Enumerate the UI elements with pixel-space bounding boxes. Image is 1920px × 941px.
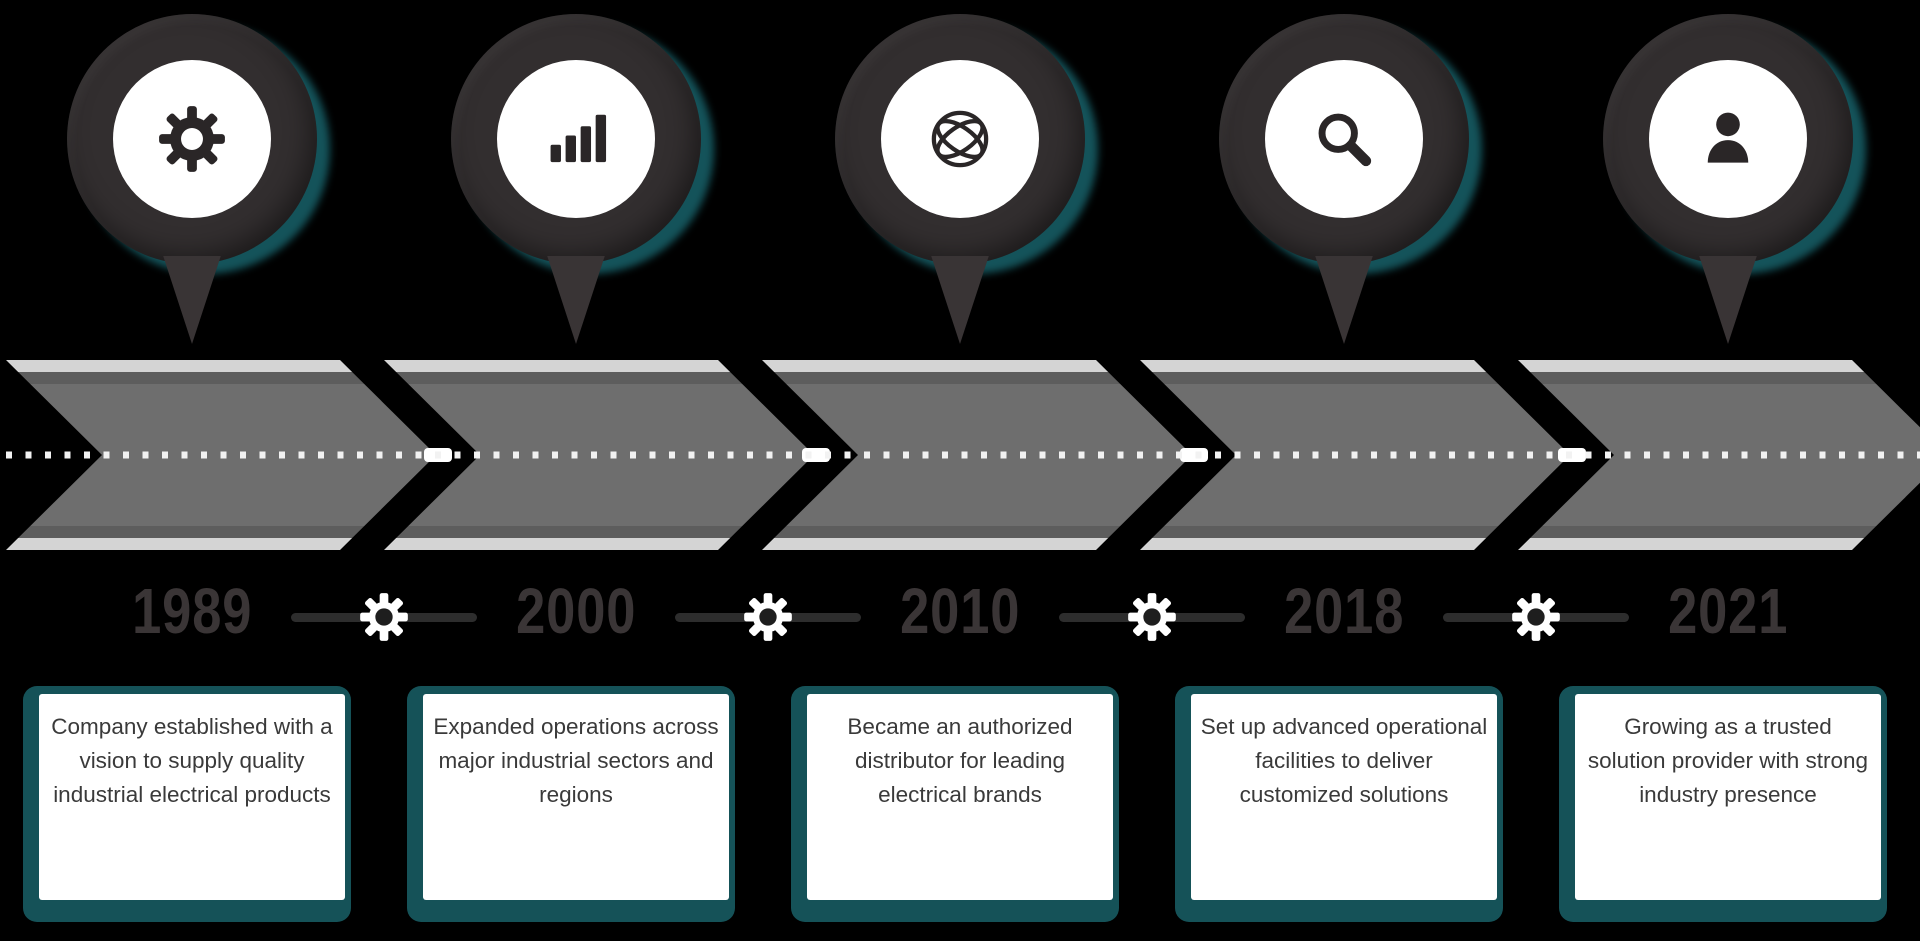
pin-2018	[1219, 14, 1482, 348]
pin-inner-disc	[497, 60, 655, 218]
card-body: Growing as a trusted solution provider w…	[1575, 694, 1881, 900]
pin-1989	[67, 14, 330, 348]
person-icon	[1707, 112, 1749, 163]
gear-node-icon	[1128, 593, 1176, 641]
milestone-description: Expanded operations across major industr…	[433, 714, 719, 807]
gear-node-icon	[360, 593, 408, 641]
year-label-1989: 1989	[131, 575, 253, 647]
milestone-card-2018: Set up advanced operational facilities t…	[1175, 686, 1503, 922]
year-label-2010: 2010	[899, 575, 1021, 647]
year-connector-1	[289, 593, 479, 641]
pin-circle	[835, 14, 1085, 264]
year-connector-2	[673, 593, 863, 641]
pin-2021	[1603, 14, 1866, 348]
milestone-card-2010: Became an authorized distributor for lea…	[791, 686, 1119, 922]
year-connector-4	[1441, 593, 1631, 641]
pin-inner-disc	[881, 60, 1039, 218]
card-body: Company established with a vision to sup…	[39, 694, 345, 900]
bar-chart-icon	[550, 114, 607, 163]
gear-icon	[159, 106, 225, 172]
milestone-card-1989: Company established with a vision to sup…	[23, 686, 351, 922]
gear-node-icon	[744, 593, 792, 641]
gear-node-icon	[1512, 593, 1560, 641]
pin-circle	[1603, 14, 1853, 264]
pin-2010	[835, 14, 1098, 348]
pin-circle	[67, 14, 317, 264]
pin-inner-disc	[1649, 60, 1807, 218]
pin-circle	[1219, 14, 1469, 264]
globe-icon	[931, 110, 989, 168]
card-body: Set up advanced operational facilities t…	[1191, 694, 1497, 900]
milestone-description: Set up advanced operational facilities t…	[1200, 714, 1488, 807]
milestone-description: Company established with a vision to sup…	[51, 714, 333, 807]
year-label-2021: 2021	[1667, 575, 1789, 647]
pin-inner-disc	[113, 60, 271, 218]
chevron-arrow-band	[6, 360, 1920, 550]
card-body: Expanded operations across major industr…	[423, 694, 729, 900]
milestone-card-2000: Expanded operations across major industr…	[407, 686, 735, 922]
pin-circle	[451, 14, 701, 264]
milestone-card-2021: Growing as a trusted solution provider w…	[1559, 686, 1887, 922]
pin-inner-disc	[1265, 60, 1423, 218]
year-label-2018: 2018	[1283, 575, 1405, 647]
magnifier-icon	[1318, 113, 1372, 167]
pin-2000	[451, 14, 714, 348]
year-connector-3	[1057, 593, 1247, 641]
milestone-description: Growing as a trusted solution provider w…	[1587, 714, 1869, 807]
year-label-2000: 2000	[515, 575, 637, 647]
milestone-description: Became an authorized distributor for lea…	[847, 714, 1073, 807]
card-body: Became an authorized distributor for lea…	[807, 694, 1113, 900]
